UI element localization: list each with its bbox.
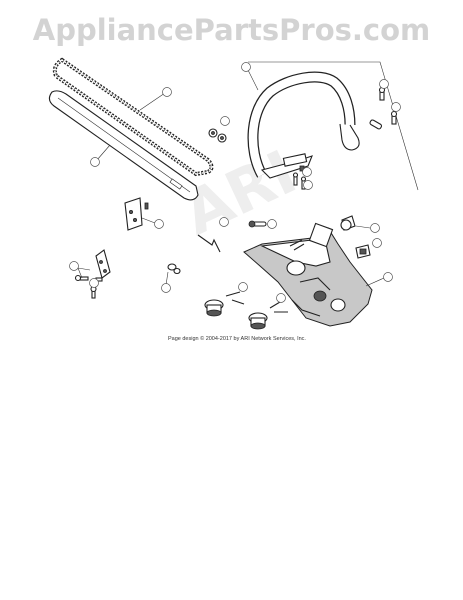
callout-tension-spring[interactable] <box>219 217 229 227</box>
callout-guide-bar[interactable] <box>90 157 100 167</box>
handle-screw-1[interactable] <box>378 86 386 101</box>
callout-bumper-1[interactable] <box>370 223 380 233</box>
callout-oil-cap[interactable] <box>238 282 248 292</box>
chain-catcher-bracket[interactable] <box>95 249 111 279</box>
callout-handle-screw-1[interactable] <box>379 79 389 89</box>
callout-chain[interactable] <box>162 87 172 97</box>
tension-spring[interactable] <box>197 234 221 253</box>
fuel-cap[interactable] <box>248 312 268 330</box>
callout-handle-bolts[interactable] <box>303 180 313 190</box>
bar-adjuster-plate[interactable] <box>124 197 149 231</box>
chain-catcher-screw[interactable] <box>248 220 267 228</box>
front-handle[interactable] <box>247 71 360 179</box>
handle-screw-2[interactable] <box>390 110 398 125</box>
callout-catcher-screw[interactable] <box>267 219 277 229</box>
fuel-cap-strap[interactable] <box>269 301 288 313</box>
cover-bumper-1[interactable] <box>340 215 356 231</box>
callout-bar-nuts[interactable] <box>220 116 230 126</box>
saw-chain[interactable] <box>52 57 214 177</box>
callout-left-bracket[interactable] <box>69 261 79 271</box>
bracket-screws[interactable] <box>74 274 103 299</box>
adjuster-pin[interactable] <box>167 263 181 275</box>
callout-bumper-2[interactable] <box>372 238 382 248</box>
callout-fuel-cap[interactable] <box>276 293 286 303</box>
callout-handle-screw-2[interactable] <box>391 102 401 112</box>
copyright-notice: Page design © 2004-2017 by ARI Network S… <box>168 336 306 342</box>
guide-bar[interactable] <box>48 90 199 201</box>
bar-nuts[interactable] <box>208 128 227 143</box>
callout-front-handle[interactable] <box>241 62 251 72</box>
oil-cap[interactable] <box>204 299 224 317</box>
callout-adjuster-pin[interactable] <box>161 283 171 293</box>
callout-bracket-screw[interactable] <box>89 278 99 288</box>
callout-handle-nut[interactable] <box>302 167 312 177</box>
callout-bar-plate[interactable] <box>154 219 164 229</box>
cover-bumper-2[interactable] <box>355 244 371 259</box>
oil-cap-strap[interactable] <box>225 291 245 305</box>
site-watermark-banner: AppliancePartsPros.com <box>32 13 431 47</box>
callout-sprocket-cover[interactable] <box>383 272 393 282</box>
handle-spacer[interactable] <box>369 119 383 130</box>
sprocket-cover[interactable] <box>243 222 373 327</box>
